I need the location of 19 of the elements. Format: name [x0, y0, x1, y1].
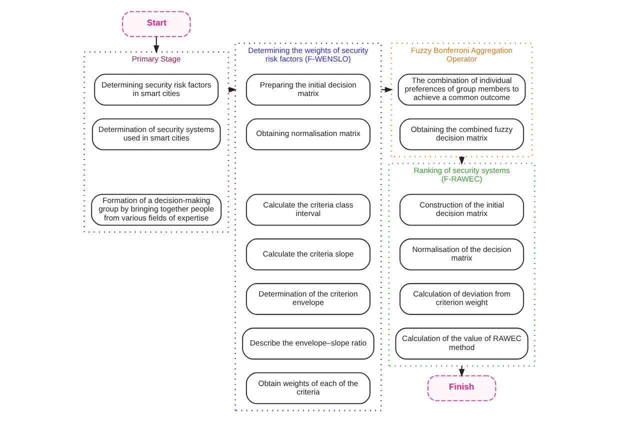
- node-box: Determination of the criterion envelope: [245, 283, 370, 315]
- node-box: Calculate the criteria slope: [245, 238, 370, 270]
- node-box: Finish: [426, 375, 496, 402]
- node-box: Calculation of the value of RAWEC method: [394, 328, 528, 360]
- node-box: Obtaining the combined fuzzy decision matrix: [399, 118, 524, 150]
- node-box: Normalisation of the decision matrix: [399, 238, 524, 270]
- node-box: Formation of a decision-making group by bringing together people from various fields of expertise: [90, 194, 222, 226]
- node-box: Preparing the initial decision matrix: [245, 74, 370, 106]
- node-box: Start: [121, 11, 190, 37]
- node-box: Obtain weights of each of the criteria: [245, 372, 370, 404]
- node-box: Calculate the criteria class interval: [245, 194, 370, 226]
- node-box: Construction of the initial decision matrix: [399, 194, 524, 226]
- node-box: Calculation of deviation from criterion weight: [399, 283, 524, 315]
- node-box: The combination of individual preferences of group members to achieve a common outcome: [397, 74, 526, 106]
- node-box: Describe the envelope–slope ratio: [242, 328, 374, 360]
- node-box: Determination of security systems used in smart cities: [91, 118, 220, 150]
- arrow: [153, 36, 159, 54]
- node-box: Obtaining normalisation matrix: [245, 118, 370, 150]
- node-box: Determining security risk factors in smart cities: [94, 74, 218, 106]
